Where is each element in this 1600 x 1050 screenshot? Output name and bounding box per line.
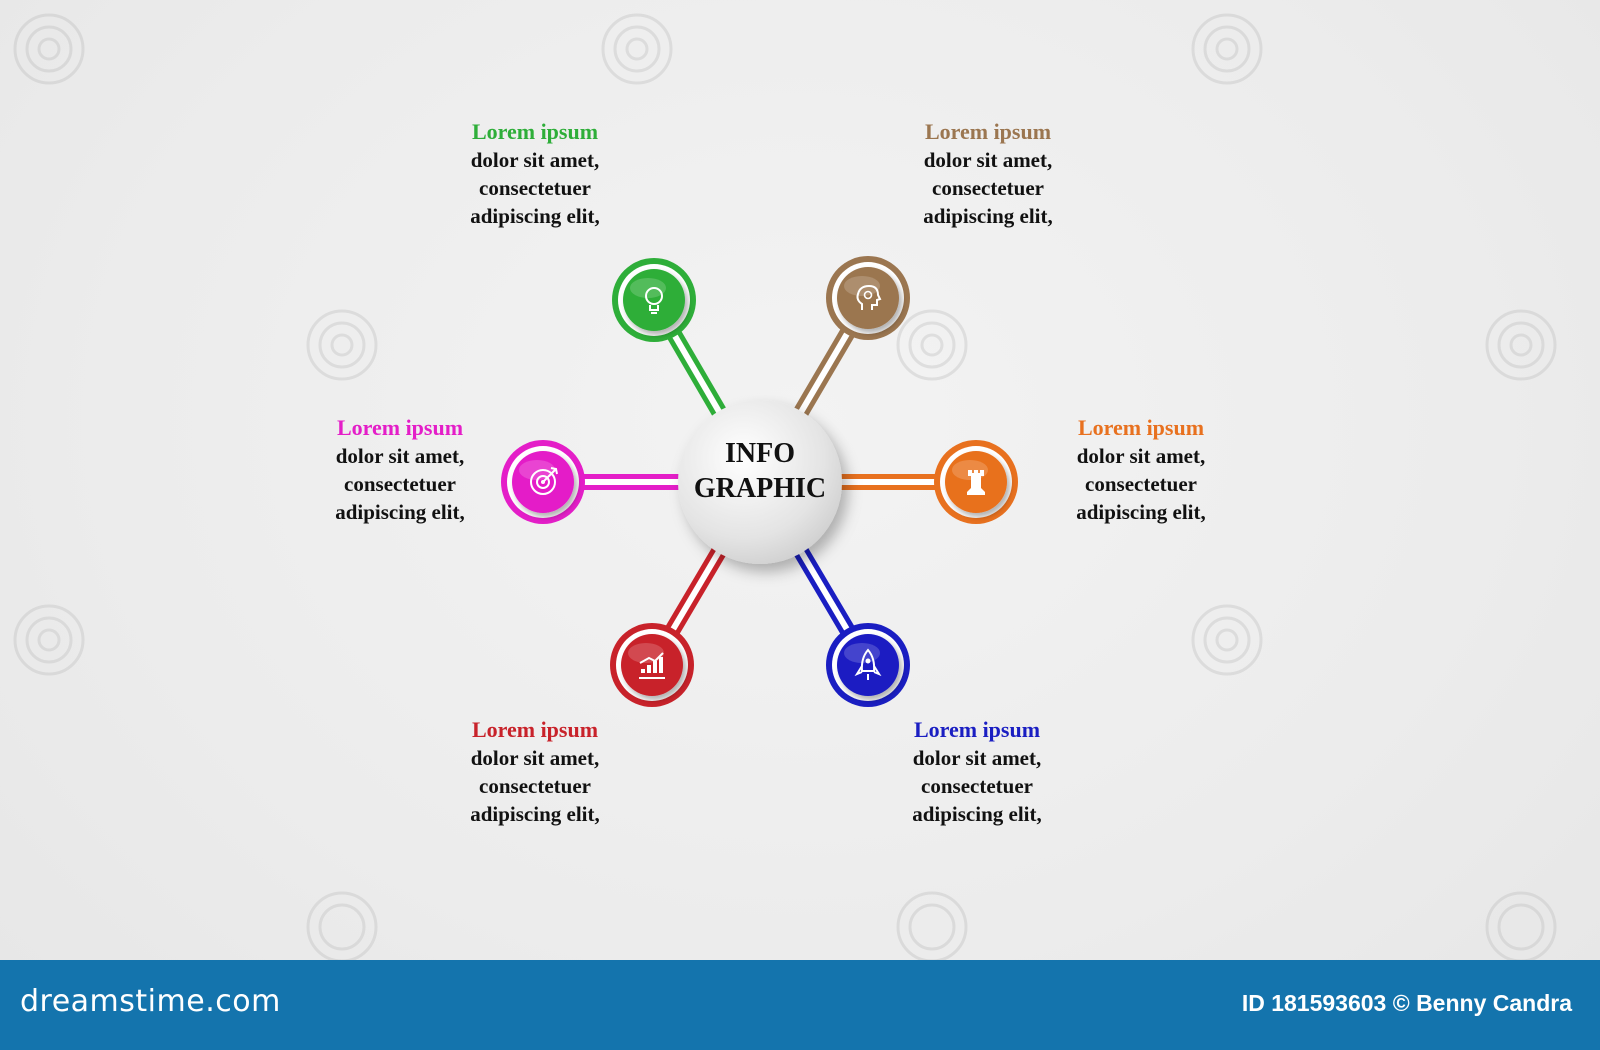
watermark-swirl-icon (1191, 604, 1263, 676)
block-line: adipiscing elit, (912, 802, 1042, 826)
target-icon (530, 467, 558, 495)
rocket-icon (854, 648, 882, 680)
text-block-2: Lorem ipsum dolor sit amet, consectetuer… (858, 118, 1118, 230)
text-block-1: Lorem ipsum dolor sit amet, consectetuer… (405, 118, 665, 230)
block-title: Lorem ipsum (336, 415, 464, 440)
block-line: dolor sit amet, (470, 148, 600, 172)
footer-bar: dreamstime.com ID 181593603 © Benny Cand… (0, 960, 1600, 1050)
block-title: Lorem ipsum (471, 119, 599, 144)
center-label-line1: INFO (725, 438, 795, 469)
center-hub (678, 400, 842, 564)
text-block-5: Lorem ipsum dolor sit amet, consectetuer… (405, 716, 665, 828)
block-line: dolor sit amet, (923, 148, 1053, 172)
center-label: INFO GRAPHIC (660, 436, 860, 506)
block-line: consectetuer (932, 176, 1044, 200)
text-block-4: Lorem ipsum dolor sit amet, consectetuer… (847, 716, 1107, 828)
connector-4 (788, 538, 857, 639)
block-title: Lorem ipsum (913, 717, 1041, 742)
text-block-3: Lorem ipsum dolor sit amet, consectetuer… (1011, 414, 1271, 526)
block-line: dolor sit amet, (335, 444, 465, 468)
connector-5 (663, 538, 732, 639)
node-5 (610, 623, 694, 707)
node-1 (612, 258, 696, 342)
block-line: consectetuer (479, 774, 591, 798)
connector-1 (665, 327, 732, 426)
block-line: adipiscing elit, (470, 802, 600, 826)
block-line: consectetuer (344, 472, 456, 496)
watermark-swirl-icon (1191, 13, 1263, 85)
watermark-swirl-icon (601, 13, 673, 85)
block-line: adipiscing elit, (335, 500, 465, 524)
node-4 (826, 623, 910, 707)
infographic-canvas: INFO GRAPHIC Lorem ipsum dolor sit amet,… (13, 13, 1557, 963)
block-title: Lorem ipsum (924, 119, 1052, 144)
footer-credit: ID 181593603 © Benny Candra (1241, 990, 1572, 1016)
block-line: consectetuer (921, 774, 1033, 798)
block-line: dolor sit amet, (912, 746, 1042, 770)
watermark-swirl-icon (306, 309, 378, 381)
block-line: consectetuer (479, 176, 591, 200)
center-label-line2: GRAPHIC (693, 473, 827, 504)
node-2 (826, 256, 910, 340)
watermark-swirl-icon (13, 13, 85, 85)
watermark-swirl-icon (1485, 309, 1557, 381)
watermark-swirl-icon (13, 604, 85, 676)
block-line: adipiscing elit, (923, 204, 1053, 228)
connector-2 (788, 324, 857, 426)
chess-rook-icon (967, 470, 985, 495)
node-3 (934, 440, 1018, 524)
node-6 (501, 440, 585, 524)
watermark-swirl-icon (896, 309, 968, 381)
block-line: dolor sit amet, (1076, 444, 1206, 468)
bar-chart-icon (639, 652, 665, 679)
block-line: dolor sit amet, (470, 746, 600, 770)
block-line: consectetuer (1085, 472, 1197, 496)
footer-logo: dreamstime.com (20, 984, 281, 1019)
text-block-6: Lorem ipsum dolor sit amet, consectetuer… (270, 414, 530, 526)
block-line: adipiscing elit, (470, 204, 600, 228)
head-gears-icon (856, 284, 882, 310)
block-line: adipiscing elit, (1076, 500, 1206, 524)
block-title: Lorem ipsum (1077, 415, 1205, 440)
lightbulb-icon (645, 287, 663, 314)
block-title: Lorem ipsum (471, 717, 599, 742)
hub-diagram (501, 256, 1018, 707)
